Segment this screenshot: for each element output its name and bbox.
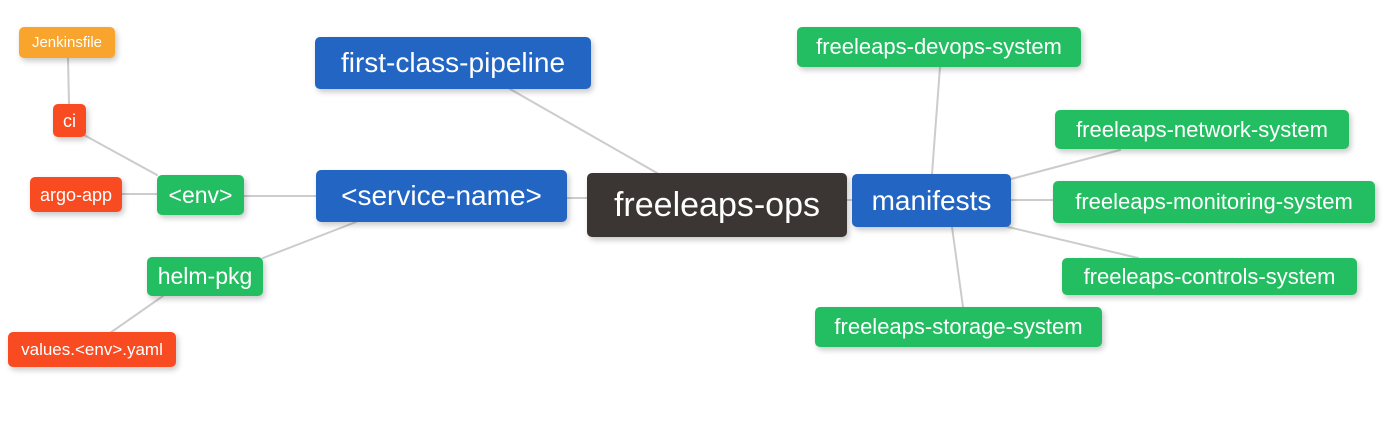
node-helm-pkg[interactable]: helm-pkg <box>147 257 263 296</box>
node-freeleaps-controls-system[interactable]: freeleaps-controls-system <box>1062 258 1357 295</box>
node-freeleaps-monitoring-system[interactable]: freeleaps-monitoring-system <box>1053 181 1375 223</box>
node-service-name[interactable]: <service-name> <box>316 170 567 222</box>
edge-helm-pkg--values-env-yaml <box>109 295 164 334</box>
node-first-class-pipeline[interactable]: first-class-pipeline <box>315 37 591 89</box>
node-jenkinsfile[interactable]: Jenkinsfile <box>19 27 115 58</box>
node-freeleaps-storage-system[interactable]: freeleaps-storage-system <box>815 307 1102 347</box>
node-argo-app[interactable]: argo-app <box>30 177 122 212</box>
edge-service-name--helm-pkg <box>262 221 357 259</box>
node-ci[interactable]: ci <box>53 104 86 137</box>
node-values-env-yaml[interactable]: values.<env>.yaml <box>8 332 176 367</box>
node-freeleaps-network-system[interactable]: freeleaps-network-system <box>1055 110 1349 149</box>
edge-jenkinsfile--ci <box>67 57 70 105</box>
edge-first-class-pipeline--freeleaps-ops <box>509 88 658 174</box>
edge-manifests--freeleaps-controls-system <box>1007 226 1139 259</box>
edge-ci--env <box>83 134 158 176</box>
edge-manifests--freeleaps-network-system <box>1010 149 1121 180</box>
edge-manifests--freeleaps-storage-system <box>951 226 964 308</box>
node-freeleaps-devops-system[interactable]: freeleaps-devops-system <box>797 27 1081 67</box>
node-manifests[interactable]: manifests <box>852 174 1011 227</box>
edge-manifests--freeleaps-devops-system <box>931 66 941 175</box>
node-env[interactable]: <env> <box>157 175 244 215</box>
node-freeleaps-ops[interactable]: freeleaps-ops <box>587 173 847 237</box>
